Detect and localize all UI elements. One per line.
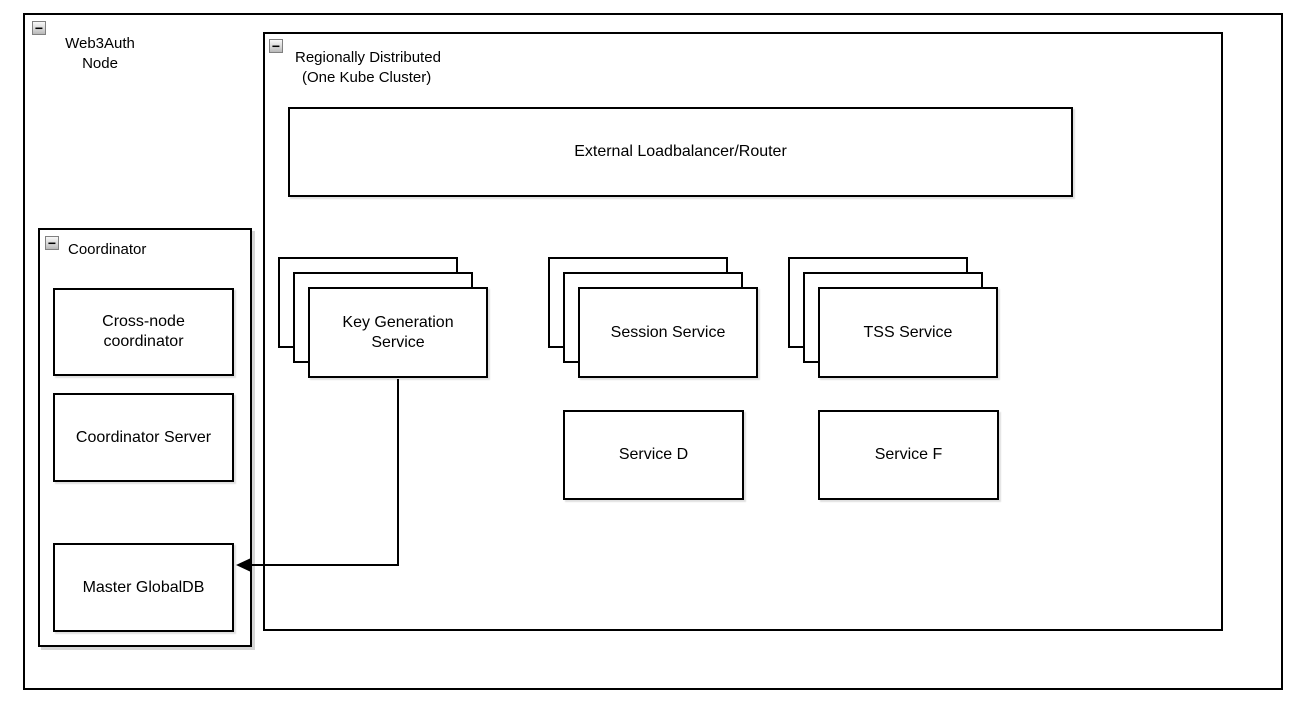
collapse-icon[interactable]: −	[32, 21, 46, 35]
node-session-service-label: Session Service	[610, 323, 726, 341]
node-key-generation-service[interactable]: Key Generation Service	[308, 287, 488, 378]
node-session-service[interactable]: Session Service	[578, 287, 758, 378]
node-tss-service[interactable]: TSS Service	[818, 287, 998, 378]
node-service-f[interactable]: Service F	[818, 410, 999, 500]
node-cross-node-coordinator[interactable]: Cross-node coordinator	[53, 288, 234, 376]
node-cross-node-coordinator-label: Cross-node coordinator	[102, 313, 185, 350]
node-master-globaldb-label: Master GlobalDB	[82, 578, 205, 596]
node-external-loadbalancer-label: External Loadbalancer/Router	[574, 143, 787, 160]
collapse-icon[interactable]: −	[45, 236, 59, 250]
node-tss-service-label: TSS Service	[863, 323, 953, 341]
node-service-d-label: Service D	[618, 446, 689, 463]
container-regionally-distributed-label: Regionally Distributed (One Kube Cluster…	[295, 49, 441, 86]
node-coordinator-server[interactable]: Coordinator Server	[53, 393, 234, 482]
node-service-d[interactable]: Service D	[563, 410, 744, 500]
collapse-icon[interactable]: −	[269, 39, 283, 53]
container-coordinator-label: Coordinator	[68, 241, 147, 258]
node-external-loadbalancer[interactable]: External Loadbalancer/Router	[288, 107, 1073, 197]
node-coordinator-server-label: Coordinator Server	[75, 428, 212, 446]
node-key-generation-service-label: Key Generation Service	[342, 313, 454, 351]
node-service-f-label: Service F	[874, 446, 943, 463]
node-master-globaldb[interactable]: Master GlobalDB	[53, 543, 234, 632]
container-web3auth-node-label: Web3Auth Node	[65, 35, 135, 72]
